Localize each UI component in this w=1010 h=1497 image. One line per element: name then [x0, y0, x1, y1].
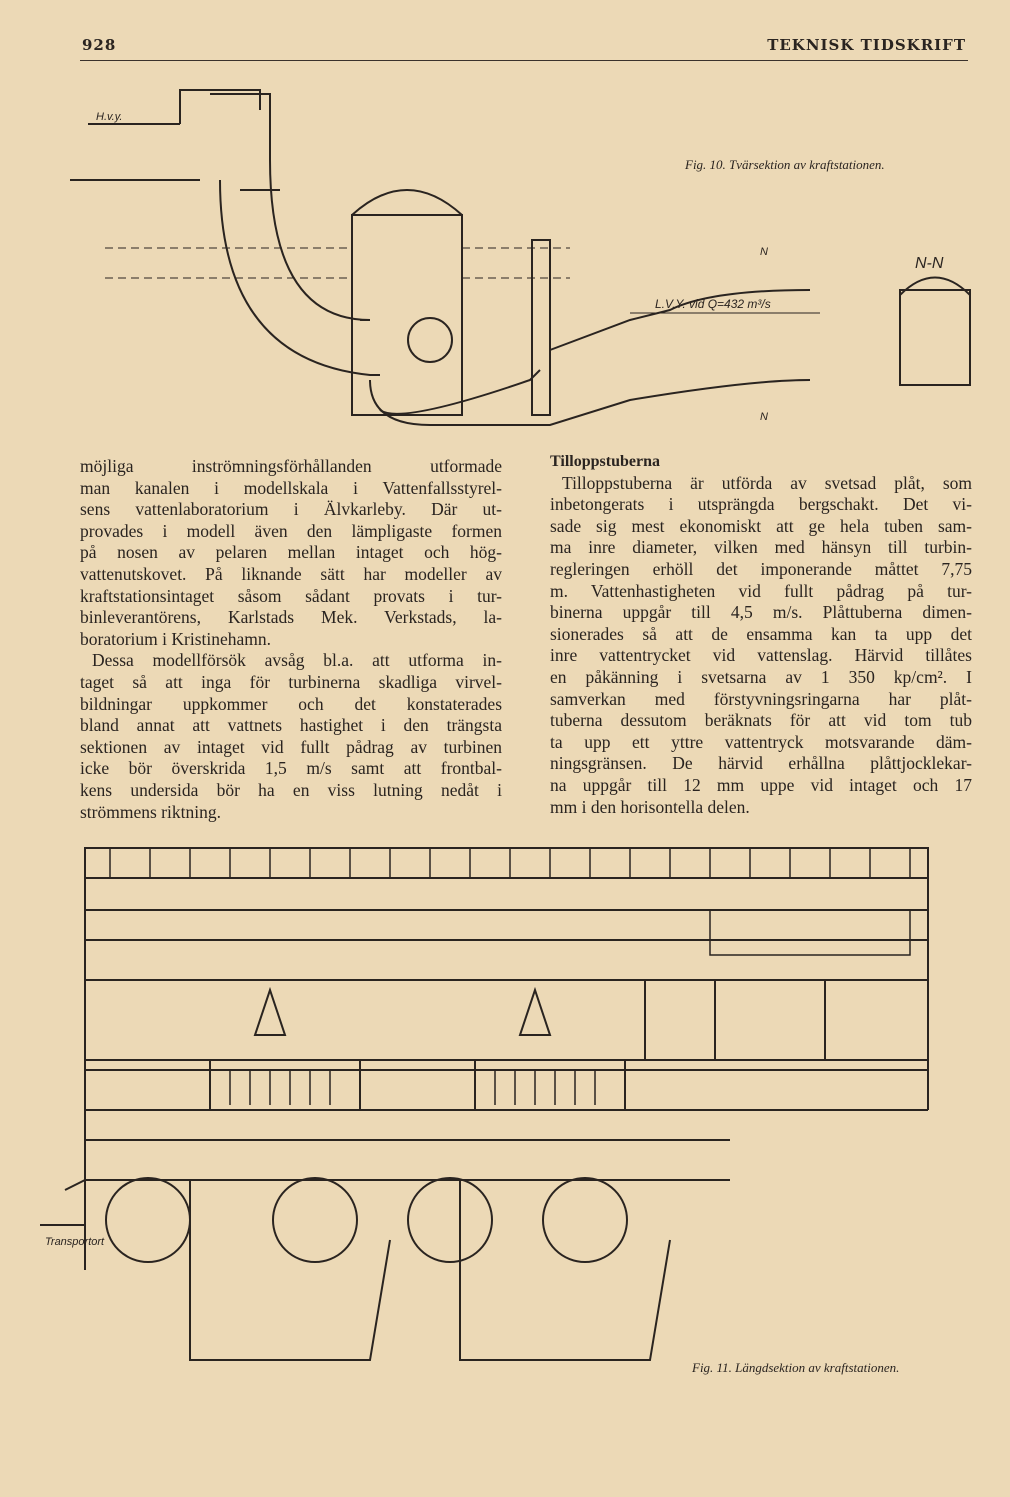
text-line: m. Vattenhastigheten vid fullt pådrag på…: [550, 580, 972, 601]
lvy-label: L.V.Y. vid Q=432 m³/s: [655, 297, 771, 311]
figure-11-longitudinal-section: Transportort: [40, 847, 929, 1361]
section-mark-top: N: [760, 246, 768, 258]
text-line: binleverantörens, Karlstads Mek. Verksta…: [80, 607, 502, 628]
text-line: binerna uppgår till 4,5 m/s. Plåttuberna…: [550, 602, 972, 623]
text-line: Tilloppstuberna är utförda av svetsad pl…: [562, 472, 972, 493]
text-line: tuberna dessutom beräknats för att vid t…: [550, 710, 972, 731]
text-line: sade sig mest ekonomiskt att ge hela tub…: [550, 515, 972, 536]
text-line: sektionen av intaget vid fullt pådrag av…: [80, 736, 502, 757]
text-line: sionerades så att de ensamma kan ta upp …: [550, 623, 972, 644]
text-line: inre vattentrycket vid vattenslag. Härvi…: [550, 645, 972, 666]
text-line: ma inre diameter, vilken med hänsyn till…: [550, 537, 972, 558]
text-line: man kanalen i modellskala i Vattenfallss…: [80, 477, 502, 498]
figure-10-cross-section: H.v.y. N N N-N L.V.Y. vid Q=432 m³/s: [70, 89, 971, 426]
journal-title: TEKNISK TIDSKRIFT: [767, 36, 966, 54]
text-line: bland annat att vattnets hastighet i den…: [80, 715, 502, 736]
section-title: N-N: [915, 255, 944, 272]
page-number: 928: [82, 36, 117, 54]
hvy-label: H.v.y.: [96, 111, 122, 123]
section-mark-bottom: N: [760, 411, 768, 423]
text-line: bildningar uppkommer och det konstaterad…: [80, 693, 502, 714]
text-line: taget så att inga för turbinerna skadlig…: [80, 671, 502, 692]
text-line: regleringen erhöll det imponerande måtte…: [550, 558, 972, 579]
text-line: ta upp ett yttre vattentryck motsvarande…: [550, 731, 972, 752]
section-heading: Tilloppstuberna: [550, 453, 660, 470]
text-line: na uppgår till 12 mm uppe vid intaget oc…: [550, 774, 972, 795]
figure-10-caption: Fig. 10. Tvärsektion av kraftstationen.: [685, 157, 885, 172]
text-line: vattenutskovet. På liknande sätt har mod…: [80, 563, 502, 584]
text-line: ningsgränsen. De härvid erhållna plåttjo…: [550, 753, 972, 774]
text-line: möjliga inströmningsförhållanden utforma…: [80, 456, 502, 476]
header-rule: [80, 60, 968, 61]
text-line: samverkan med förstyvningsringarna har p…: [550, 688, 972, 709]
text-line: kraftstationsintaget såsom sådant provat…: [80, 585, 502, 606]
text-line: boratorium i Kristinehamn.: [80, 628, 272, 649]
right-column: Tilloppstuberna Tilloppstuberna är utför…: [550, 451, 972, 818]
text-line: strömmens riktning.: [80, 801, 221, 822]
text-line: sens vattenlaboratorium i Älvkarleby. Dä…: [80, 499, 502, 520]
text-line: på nosen av pelaren mellan intaget och h…: [80, 542, 502, 563]
text-line: kens undersida bör ha en viss lutning ne…: [80, 779, 502, 800]
text-line: provades i modell även den lämpligaste f…: [80, 520, 502, 541]
transport-label: Transportort: [45, 1236, 105, 1248]
text-line: mm i den horisontella delen.: [550, 796, 750, 817]
text-line: inbetongerats i utsprängda bergschakt. D…: [550, 494, 972, 515]
figure-11-caption: Fig. 11. Längdsektion av kraftstationen.: [692, 1360, 900, 1375]
text-line: Dessa modellförsök avsåg bl.a. att utfor…: [92, 650, 502, 671]
left-column: möjliga inströmningsförhållanden utforma…: [80, 456, 502, 823]
text-line: en påkänning i svetsarna av 1 350 kp/cm²…: [550, 666, 972, 687]
text-line: icke bör överskrida 1,5 m/s samt att fro…: [80, 758, 502, 779]
